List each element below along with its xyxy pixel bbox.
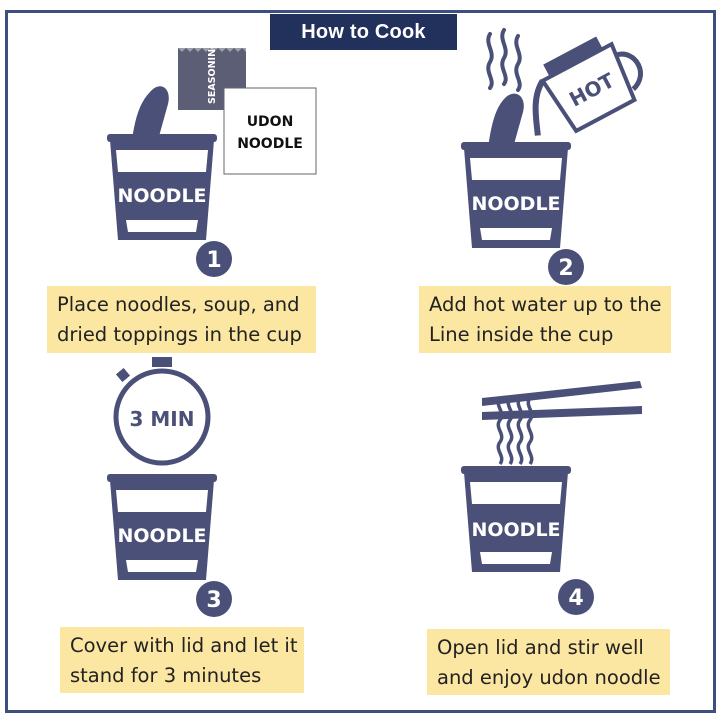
step-number-1: 1 (196, 241, 232, 277)
step2-caption-line2: Line inside the cup (429, 323, 614, 346)
svg-text:2: 2 (558, 256, 573, 281)
step3-caption: Cover with lid and let it stand for 3 mi… (60, 627, 304, 693)
step4-illustration: NOODLE 4 (461, 381, 642, 615)
noodles-icon (496, 396, 534, 466)
step1-caption-line2: dried toppings in the cup (57, 323, 302, 346)
step-number-4: 4 (558, 579, 594, 615)
noodle-block-icon (488, 93, 524, 148)
step4-caption: Open lid and stir well and enjoy udon no… (427, 629, 670, 695)
step1-illustration: NOODLE SEASONING UDON NOODLE 1 (107, 41, 317, 277)
step-number-3: 3 (196, 581, 232, 617)
step4-caption-line2: and enjoy udon noodle (437, 666, 661, 689)
steam-icon (486, 28, 522, 92)
timer-label: 3 MIN (130, 407, 195, 431)
step2-illustration: NOODLE HOT 2 (461, 28, 643, 285)
noodle-block-icon (132, 86, 169, 140)
cup3-label: NOODLE (117, 525, 206, 547)
cup2-label: NOODLE (471, 193, 560, 215)
stopwatch-icon: 3 MIN (113, 357, 211, 466)
udon-packet-icon: UDON NOODLE (223, 87, 317, 175)
udon-label-line1: UDON (247, 114, 294, 130)
step-number-2: 2 (548, 249, 584, 285)
step3-caption-line1: Cover with lid and let it (70, 634, 298, 657)
svg-text:1: 1 (206, 248, 221, 273)
step1-caption: Place noodles, soup, and dried toppings … (47, 286, 316, 353)
step3-caption-line2: stand for 3 minutes (70, 664, 262, 687)
step2-caption-line1: Add hot water up to the (429, 293, 662, 316)
kettle-icon: HOT (532, 36, 643, 136)
step2-caption: Add hot water up to the Line inside the … (419, 286, 671, 353)
step1-caption-line1: Place noodles, soup, and (57, 293, 300, 316)
border-frame (5, 10, 716, 713)
chopsticks-icon (482, 381, 642, 420)
svg-text:3: 3 (206, 588, 221, 613)
step3-illustration: 3 MIN NOODLE 3 (107, 357, 232, 617)
cup4-label: NOODLE (471, 519, 560, 541)
seasoning-label: SEASONING (207, 41, 218, 104)
udon-label-line2: NOODLE (237, 136, 303, 152)
page-title: How to Cook (270, 14, 457, 50)
step4-caption-line1: Open lid and stir well (437, 636, 644, 659)
cup1-label: NOODLE (117, 185, 206, 207)
svg-text:4: 4 (568, 586, 583, 611)
